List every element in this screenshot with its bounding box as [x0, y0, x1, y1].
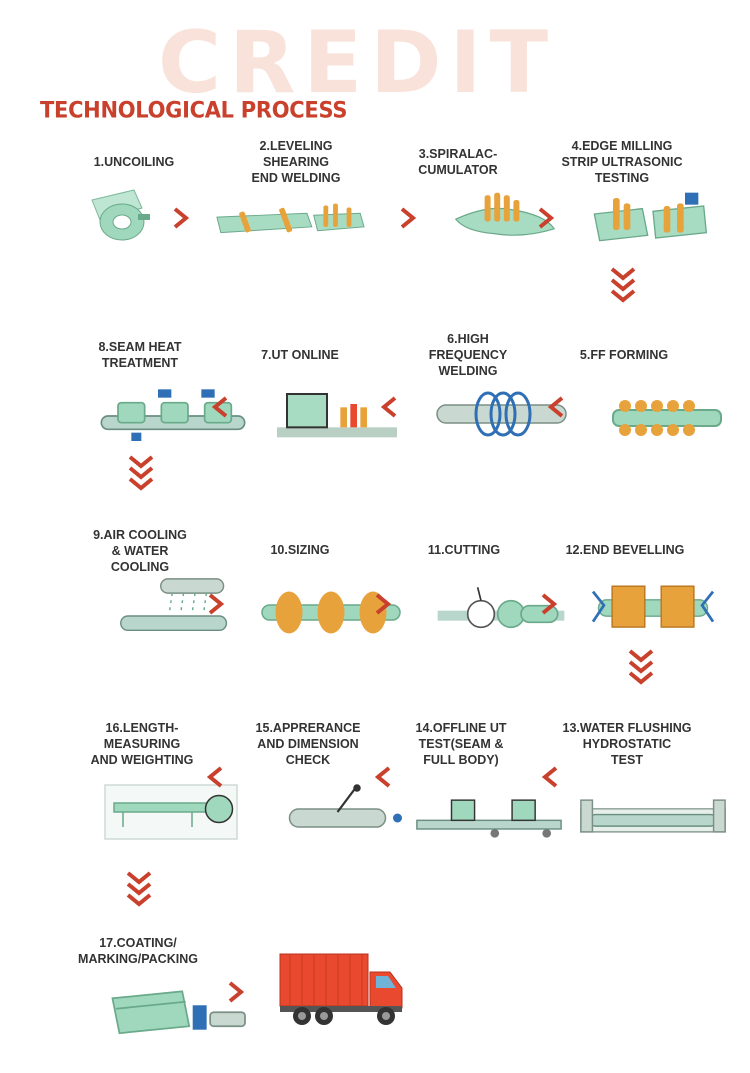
arrow-down-icon	[128, 455, 154, 491]
coating-icon	[111, 990, 246, 1035]
hf-welding-icon	[436, 391, 567, 437]
delivery-truck-icon	[279, 953, 403, 1025]
arrow-left-icon	[374, 766, 391, 788]
arrow-right-icon	[208, 593, 225, 615]
step-label-6: 6.HIGH FREQUENCY WELDING	[428, 332, 508, 378]
step-label-14: 14.OFFLINE UT TEST(SEAM & FULL BODY)	[415, 721, 507, 767]
page-title: TECHNOLOGICAL PROCESS	[40, 97, 348, 123]
step-label-5: 5.FF FORMING	[579, 348, 669, 362]
step-label-10: 10.SIZING	[270, 543, 330, 557]
arrow-down-icon	[126, 871, 152, 907]
cooling-icon	[120, 578, 228, 631]
step-label-15: 15.APPRERANCE AND DIMENSION CHECK	[255, 721, 361, 767]
step-label-2: 2.LEVELING SHEARING END WELDING	[251, 139, 341, 185]
heat-treatment-icon	[100, 389, 246, 441]
arrow-right-icon	[173, 207, 190, 229]
step-label-9: 9.AIR COOLING & WATER COOLING	[93, 528, 187, 574]
step-label-4: 4.EDGE MILLING STRIP ULTRASONIC TESTING	[561, 139, 683, 185]
step-label-12: 12.END BEVELLING	[565, 543, 685, 557]
arrow-left-icon	[211, 396, 228, 418]
step-label-13: 13.WATER FLUSHING HYDROSTATIC TEST	[562, 721, 692, 767]
arrow-left-icon	[380, 396, 397, 418]
edge-milling-icon	[593, 192, 708, 242]
step-label-3: 3.SPIRALAC- CUMULATOR	[418, 147, 498, 177]
arrow-down-icon	[610, 267, 636, 303]
accumulator-icon	[454, 192, 556, 236]
arrow-right-icon	[538, 207, 555, 229]
arrow-right-icon	[400, 207, 417, 229]
sizing-icon	[261, 591, 401, 634]
step-label-17: 17.COATING/ MARKING/PACKING	[78, 936, 198, 966]
hydrostatic-icon	[580, 799, 726, 833]
arrow-right-icon	[228, 981, 245, 1003]
arrow-down-icon	[628, 649, 654, 685]
step-label-11: 11.CUTTING	[427, 543, 501, 557]
watermark: CREDIT	[158, 13, 557, 113]
arrow-left-icon	[547, 396, 564, 418]
weighing-icon	[104, 784, 238, 840]
inspection-icon	[288, 784, 402, 828]
leveler-icon	[216, 203, 365, 234]
forming-icon	[612, 400, 722, 436]
arrow-left-icon	[541, 766, 558, 788]
step-label-8: 8.SEAM HEAT TREATMENT	[98, 340, 182, 370]
arrow-right-icon	[541, 593, 558, 615]
step-label-16: 16.LENGTH- MEASURING AND WEIGHTING	[90, 721, 194, 767]
bevelling-icon	[591, 585, 715, 628]
step-label-7: 7.UT ONLINE	[261, 348, 339, 362]
step-label-1: 1.UNCOILING	[93, 155, 175, 169]
uncoiler-icon	[91, 189, 150, 241]
offline-ut-icon	[416, 799, 562, 838]
ut-online-icon	[277, 393, 397, 438]
arrow-left-icon	[206, 766, 223, 788]
arrow-right-icon	[375, 593, 392, 615]
